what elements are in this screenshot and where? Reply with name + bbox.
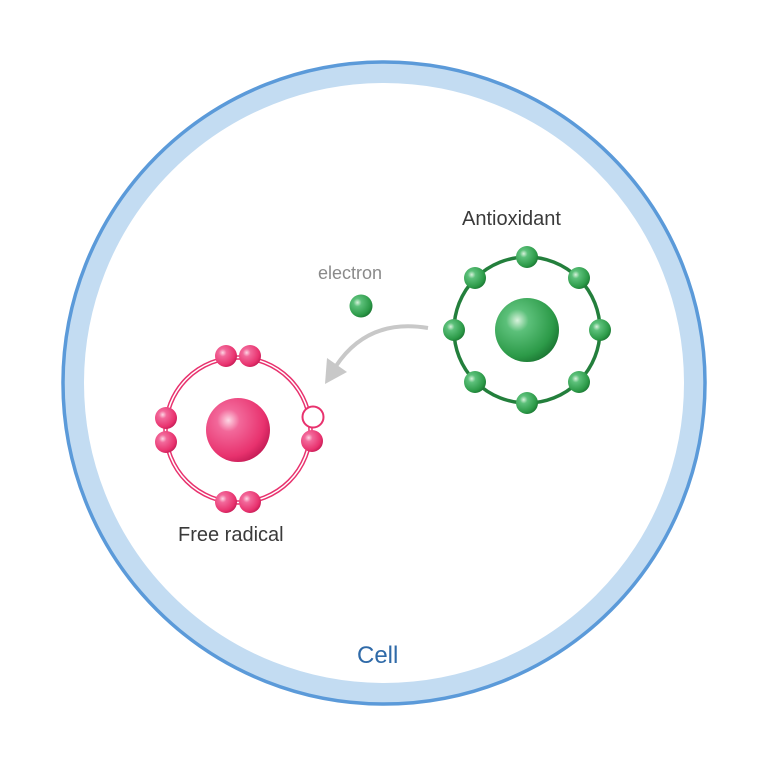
free-radical-nucleus: [206, 398, 270, 462]
antioxidant-electrons: [443, 246, 611, 414]
cell-label: Cell: [357, 642, 399, 669]
transfer-arrow: [325, 324, 429, 384]
missing-electron-slot: [301, 405, 325, 429]
free-radical-electrons: [155, 345, 325, 513]
free-radical-label: Free radical: [178, 524, 284, 546]
free-radical-atom: [155, 345, 325, 513]
free-electron: [349, 294, 373, 318]
antioxidant-nucleus: [495, 298, 559, 362]
cell-membrane: [61, 60, 707, 706]
antioxidant-label: Antioxidant: [462, 208, 561, 230]
antioxidant-atom: [443, 246, 611, 414]
electron-label: electron: [318, 263, 383, 283]
